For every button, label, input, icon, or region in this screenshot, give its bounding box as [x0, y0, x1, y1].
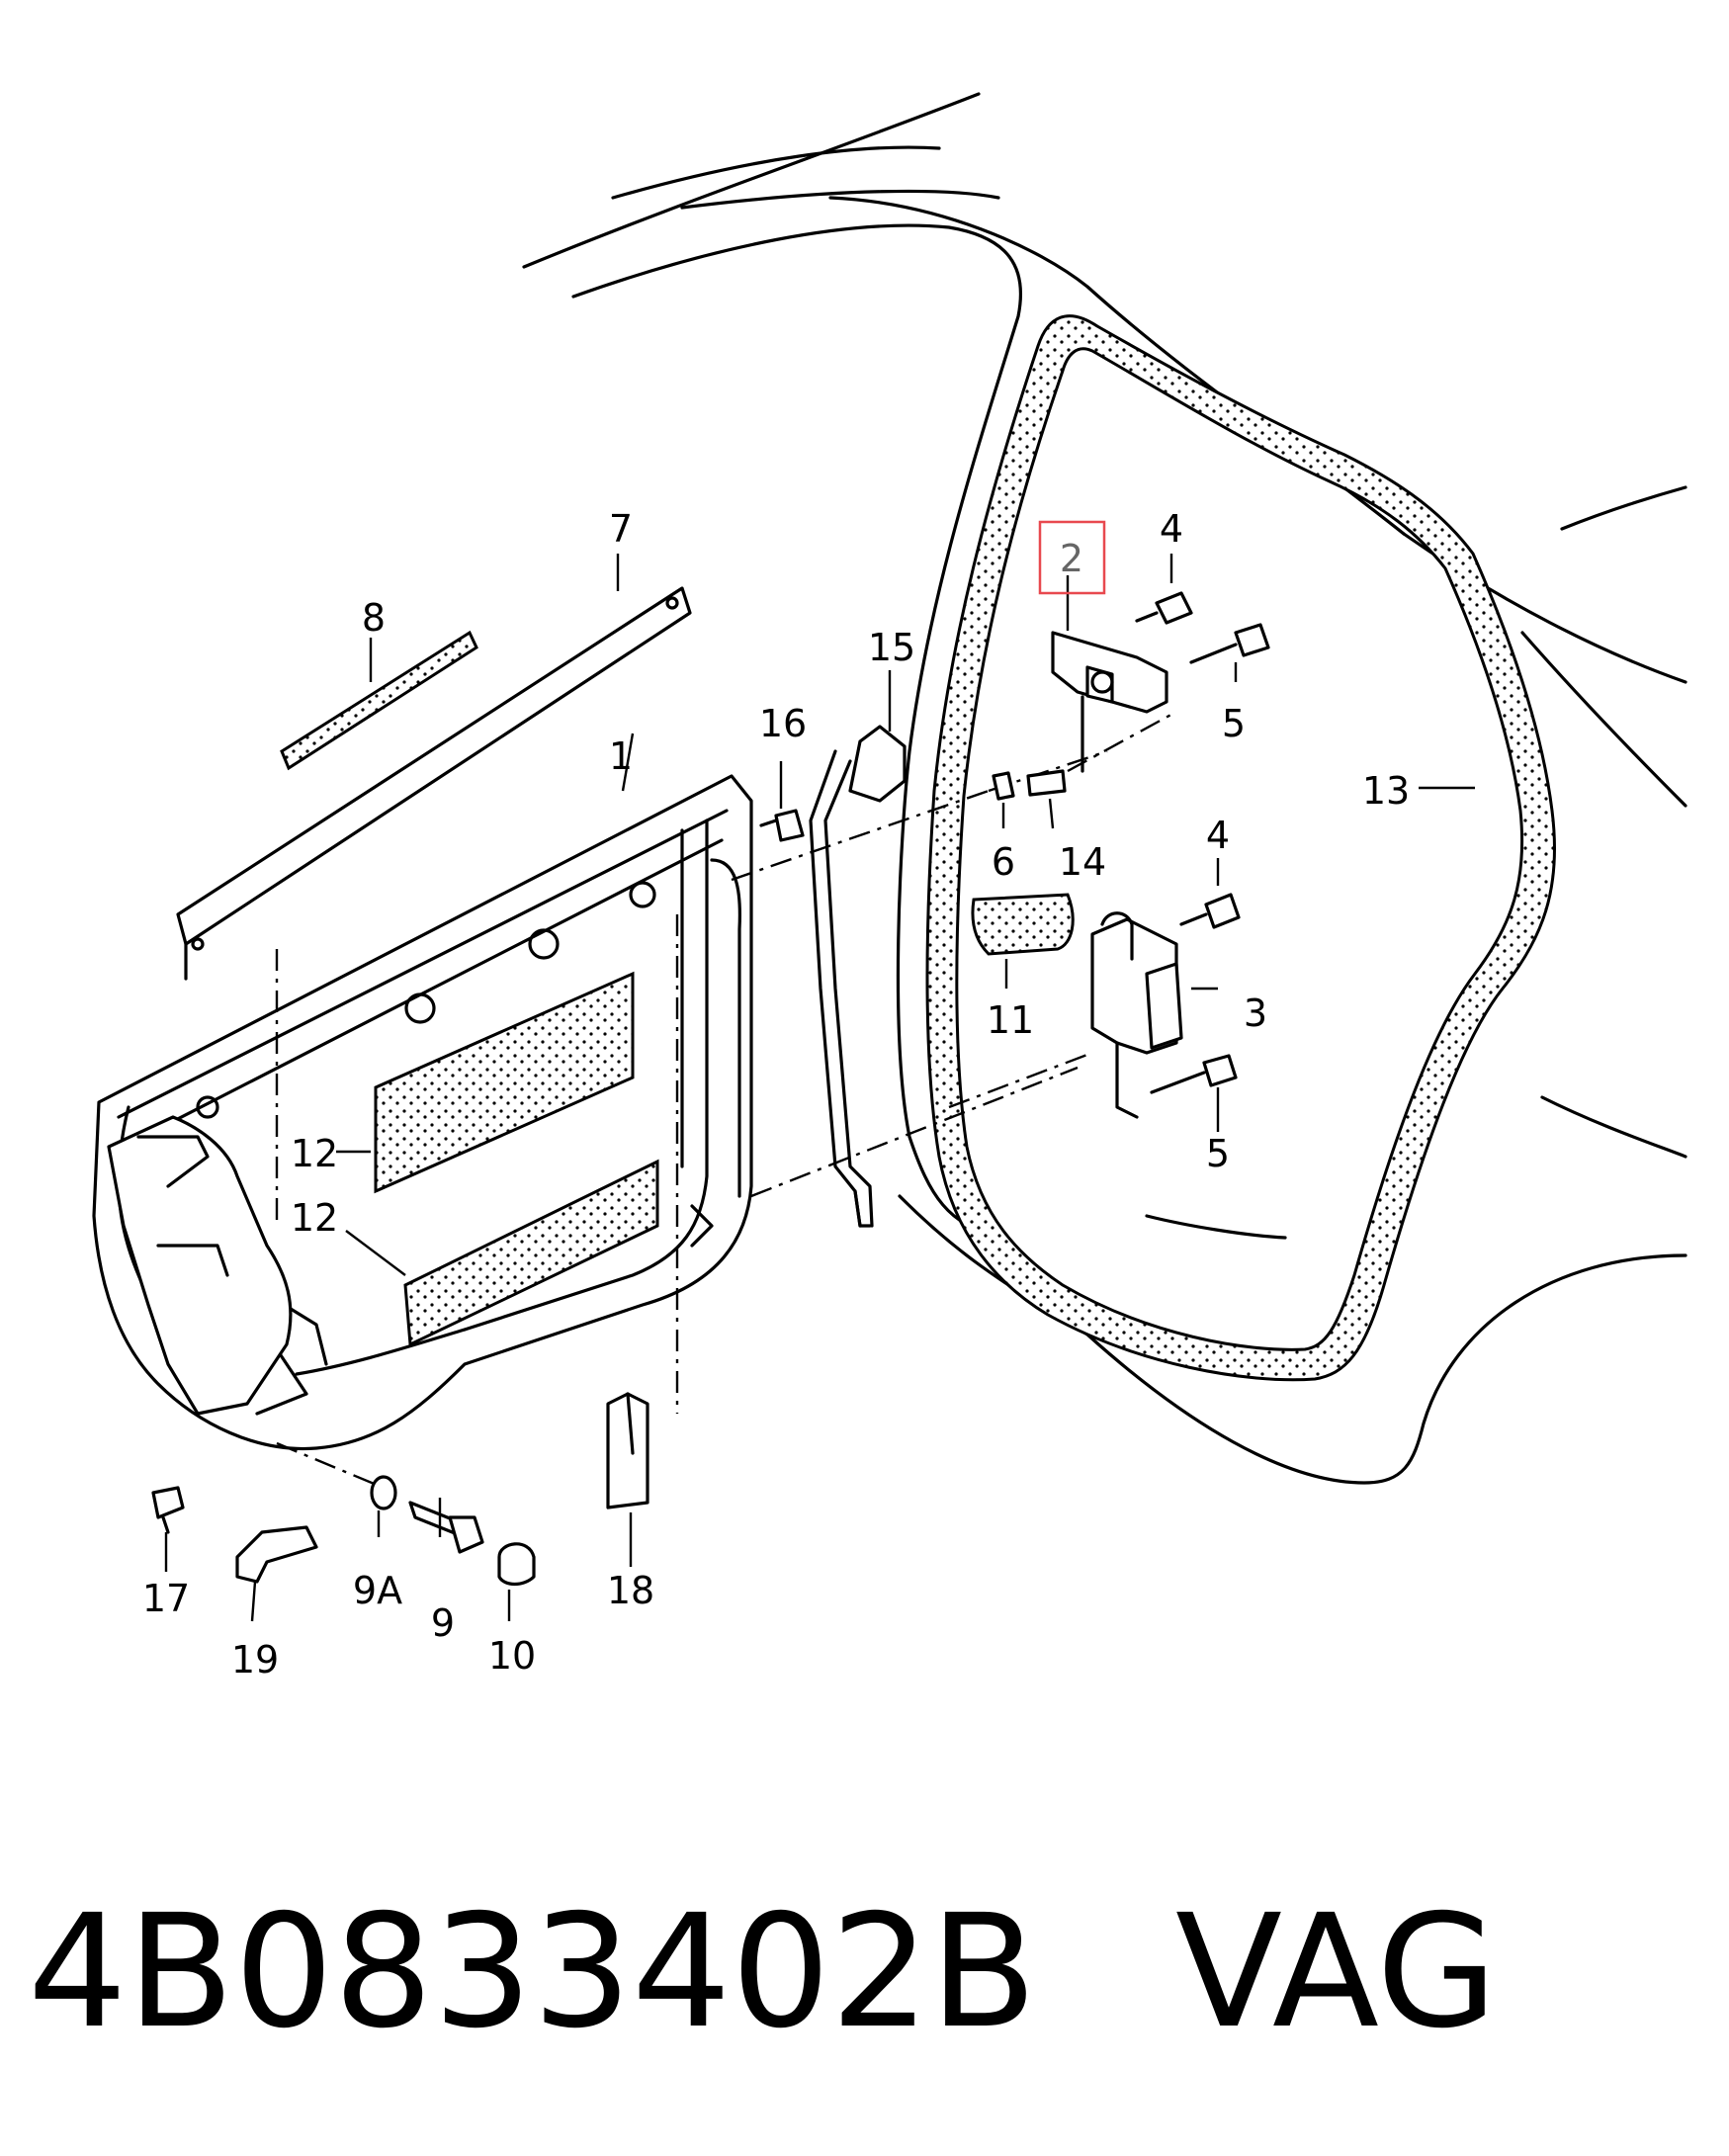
callout-9: 9: [431, 1601, 455, 1645]
callout-10: 10: [488, 1634, 536, 1678]
bolt-5-upper: [1189, 623, 1270, 664]
callout-4-upper: 4: [1160, 507, 1183, 551]
callout-16: 16: [759, 702, 807, 745]
callout-19: 19: [231, 1638, 279, 1682]
brand-name: VAG: [1174, 1881, 1498, 2063]
callout-5-lower: 5: [1206, 1132, 1230, 1175]
bolt-9: [408, 1501, 484, 1554]
assembly-lines: [275, 710, 1177, 1495]
callout-5-upper: 5: [1222, 702, 1246, 745]
door-check-strap-15: [809, 725, 907, 1228]
callout-6: 6: [992, 840, 1015, 884]
bolt-4-lower: [1179, 893, 1241, 929]
lower-hinge-3: [1090, 911, 1183, 1119]
door-seal-13: [925, 314, 1556, 1382]
callout-labels: 1 2 3 4 4 5 5 6 7 8 9 9A 10 11 12 12 13 …: [142, 507, 1410, 1682]
bolt-16: [759, 809, 805, 842]
callout-8: 8: [362, 596, 386, 640]
pad-11: [971, 893, 1075, 956]
bracket-18: [606, 1392, 649, 1509]
strip-8: [280, 630, 478, 771]
callout-15: 15: [868, 626, 915, 669]
callout-4-lower: 4: [1206, 814, 1230, 857]
upper-hinge-2: [1051, 631, 1168, 773]
bolt-5-lower: [1150, 1054, 1238, 1094]
callout-12-lower: 12: [291, 1196, 338, 1240]
callout-18: 18: [607, 1569, 654, 1612]
insulation-pad-12-lower: [403, 1159, 659, 1347]
callout-2: 2: [1060, 537, 1083, 580]
washer-9a: [370, 1475, 397, 1510]
callout-14: 14: [1059, 840, 1106, 884]
part-caption: 4B0833402B VAG: [28, 1873, 1708, 2071]
clip-17: [151, 1486, 185, 1534]
callout-13: 13: [1362, 769, 1410, 813]
leader-lines: [164, 554, 1475, 1622]
bolt-4-upper: [1135, 591, 1193, 625]
insulation-pad-12-upper: [374, 971, 635, 1194]
cap-10: [497, 1542, 536, 1587]
callout-1: 1: [609, 734, 633, 778]
cap-6: [992, 771, 1015, 801]
callout-12-upper: 12: [291, 1132, 338, 1175]
callout-7: 7: [609, 507, 633, 551]
clip-19: [235, 1525, 318, 1584]
pin-14: [1026, 769, 1067, 797]
door-shield-left: [107, 1115, 293, 1416]
callout-9a: 9A: [353, 1569, 402, 1612]
part-number: 4B0833402B: [28, 1881, 1037, 2063]
window-trim-7: [176, 586, 692, 981]
callout-17: 17: [142, 1577, 190, 1620]
callout-11: 11: [987, 998, 1034, 1042]
callout-3: 3: [1244, 992, 1267, 1035]
highlight-box: [1038, 520, 1106, 595]
